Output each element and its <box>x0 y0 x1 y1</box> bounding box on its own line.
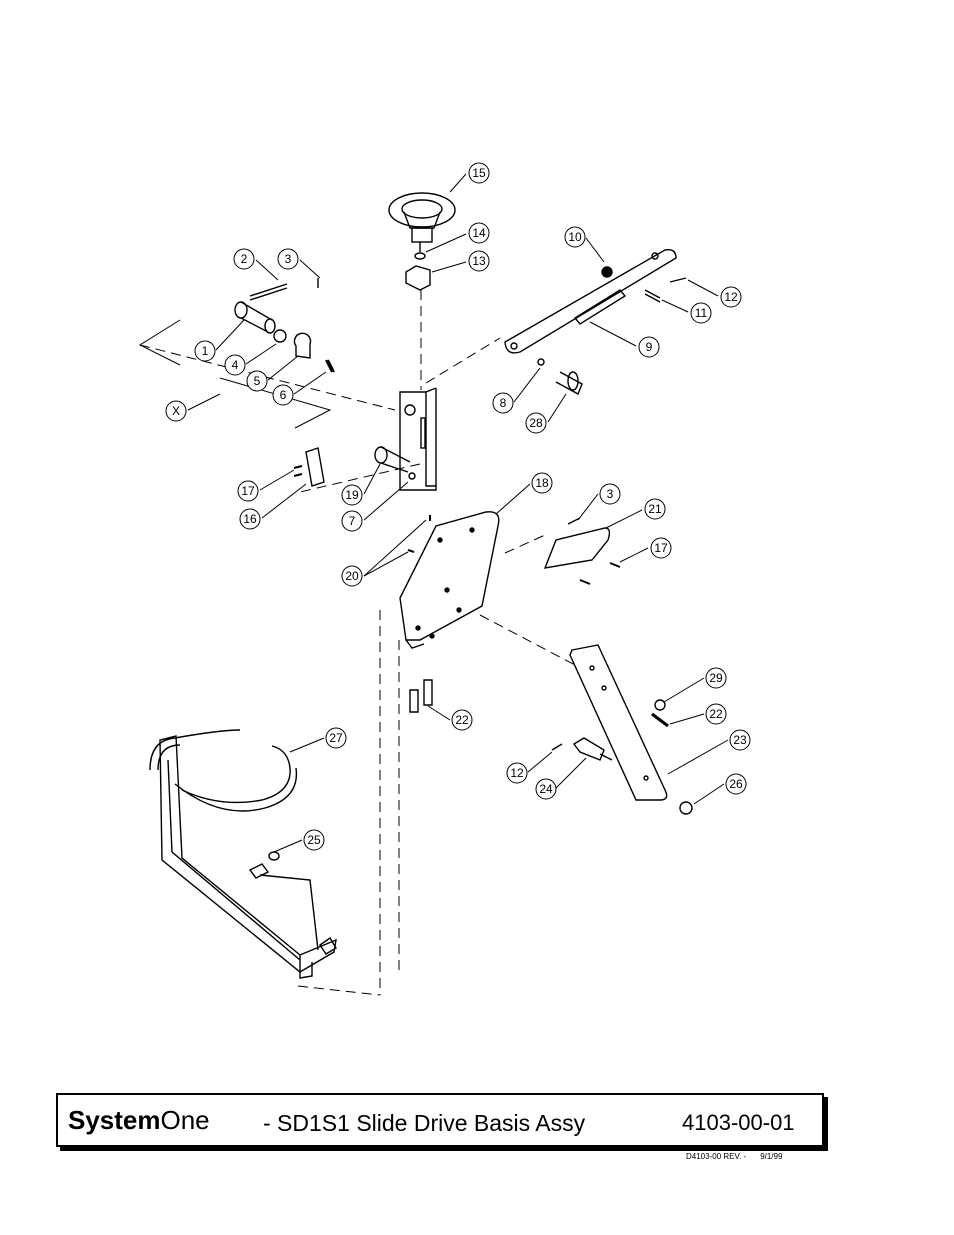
bolts-part-22-left <box>410 680 432 712</box>
hoop-bracket-part-27 <box>150 730 336 978</box>
vertical-bracket-part-7 <box>400 388 436 490</box>
shaft-part-1 <box>235 302 275 333</box>
mounting-plate-part-18 <box>400 512 499 648</box>
callout-8: 8 <box>500 396 507 410</box>
screws-part-17-right <box>580 563 620 584</box>
brand-light-text: One <box>161 1105 210 1135</box>
bar-part-23 <box>570 645 667 800</box>
handle-part-28 <box>556 372 582 394</box>
callout-5: 5 <box>254 374 261 388</box>
callout-26: 26 <box>729 777 743 791</box>
brand-bold-text: System <box>68 1105 161 1135</box>
callout-4: 4 <box>232 358 239 372</box>
bolt-part-22-right <box>652 714 668 726</box>
callout-6: 6 <box>280 388 287 402</box>
callout-19: 19 <box>345 488 359 502</box>
callout-3-right: 3 <box>607 487 614 501</box>
nut-part-26 <box>680 802 692 814</box>
callout-22-right: 22 <box>709 707 723 721</box>
callout-24: 24 <box>539 782 553 796</box>
callout-x: X <box>172 404 180 418</box>
small-plate-part-21 <box>545 528 609 568</box>
callout-20: 20 <box>345 569 359 583</box>
brand-logo: SystemOne <box>68 1105 210 1136</box>
callout-18: 18 <box>535 476 549 490</box>
callout-22-left: 22 <box>455 713 469 727</box>
title-block: SystemOne - SD1S1 Slide Drive Basis Assy… <box>56 1093 824 1147</box>
callout-21: 21 <box>648 502 662 516</box>
drawing-title: - SD1S1 Slide Drive Basis Assy <box>263 1110 585 1137</box>
screws-part-17-left <box>294 466 302 476</box>
callout-3-top: 3 <box>285 252 292 266</box>
callout-23: 23 <box>733 733 747 747</box>
callout-7: 7 <box>349 514 356 528</box>
nut-part-29 <box>655 700 665 710</box>
revision-line: D4103-00 REV. - 9/1/99 <box>686 1152 782 1161</box>
callout-14: 14 <box>472 226 486 240</box>
pin-part-2 <box>250 284 287 300</box>
callout-2: 2 <box>241 252 248 266</box>
part-number: 4103-00-01 <box>682 1110 795 1136</box>
callout-16: 16 <box>243 512 257 526</box>
callout-11: 11 <box>695 306 708 320</box>
collar-part-4 <box>274 330 286 342</box>
callout-25: 25 <box>307 833 321 847</box>
callout-10: 10 <box>568 230 582 244</box>
pin-part-11 <box>645 290 660 302</box>
plate-part-16 <box>306 448 324 486</box>
pin-part-3-right <box>568 518 580 524</box>
callout-17-left: 17 <box>241 484 255 498</box>
callout-28: 28 <box>529 416 543 430</box>
cotter-part-12-top <box>670 278 686 282</box>
callout-12-top: 12 <box>724 290 738 304</box>
callout-13: 13 <box>472 254 486 268</box>
bracket-part-13 <box>406 266 430 290</box>
exploded-assembly-drawing: 15 14 13 10 2 3 12 11 9 1 4 5 6 X 8 28 1 <box>0 0 954 1060</box>
callout-17-right: 17 <box>654 541 668 555</box>
bushing-part-5 <box>294 333 310 358</box>
pin-part-8 <box>538 359 544 365</box>
screw-part-6 <box>326 360 334 372</box>
revision-date: 9/1/99 <box>760 1152 782 1161</box>
cotter-part-12-bottom <box>552 744 562 750</box>
bolt-part-19 <box>375 447 410 472</box>
callout-27: 27 <box>329 731 343 745</box>
callout-9: 9 <box>646 340 653 354</box>
revision-doc: D4103-00 REV. - <box>686 1152 746 1161</box>
clamp-part-24 <box>574 738 612 760</box>
washer-part-14 <box>415 253 425 259</box>
callout-29: 29 <box>709 671 723 685</box>
bolt-part-25 <box>250 852 279 878</box>
callout-12-bottom: 12 <box>510 766 524 780</box>
callout-1: 1 <box>202 344 209 358</box>
callout-15: 15 <box>472 166 486 180</box>
